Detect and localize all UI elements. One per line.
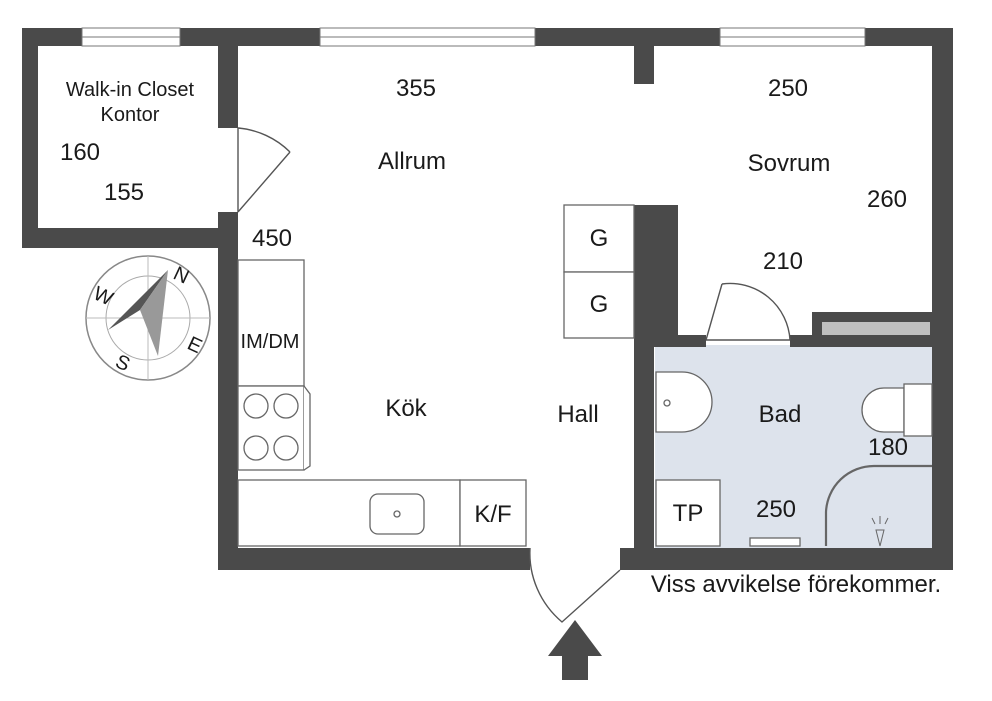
allrum-label: Allrum	[378, 148, 446, 175]
walls	[22, 28, 953, 570]
dishwasher-label: IM/DM	[241, 331, 300, 353]
windows	[81, 27, 866, 47]
kitchen-fixtures	[237, 259, 527, 547]
allrum-width-label: 355	[396, 75, 436, 102]
bedroom-closet-shelf	[822, 322, 930, 335]
bad-width-label: 250	[756, 496, 796, 523]
hall-label: Hall	[557, 401, 598, 428]
closet-label: Walk-in Closet	[66, 79, 195, 101]
kok-label: Kök	[385, 395, 427, 422]
bad-label: Bad	[759, 401, 802, 428]
wardrobe-1-label: G	[590, 225, 609, 252]
bad-depth-label: 180	[868, 434, 908, 461]
sovrum-depth-label: 260	[867, 186, 907, 213]
closet-depth-label: 155	[104, 179, 144, 206]
washer-label: TP	[673, 500, 704, 527]
fridge-label: K/F	[474, 501, 511, 528]
compass-icon: N E S W	[85, 255, 211, 381]
allrum-depth-label: 450	[252, 225, 292, 252]
wardrobes	[563, 204, 635, 339]
closet-width-label: 160	[60, 139, 100, 166]
doors	[237, 127, 791, 623]
entrance-arrow-icon	[548, 620, 602, 680]
shower-curve	[824, 464, 932, 546]
kontor-label: Kontor	[101, 104, 160, 126]
sovrum-width-label: 250	[768, 75, 808, 102]
bathroom-fixtures	[655, 371, 933, 547]
shower-head-icon	[871, 516, 889, 547]
sovrum-label: Sovrum	[748, 150, 831, 177]
wardrobe-2-label: G	[590, 291, 609, 318]
sovrum-inner-label: 210	[763, 248, 803, 275]
disclaimer-text: Viss avvikelse förekommer.	[651, 571, 941, 598]
